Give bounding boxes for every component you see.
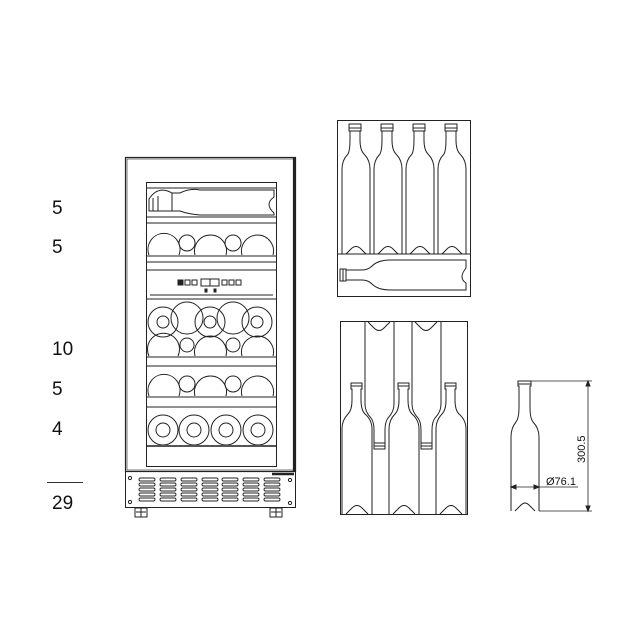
lower-rack-side-view	[340, 321, 468, 515]
shelf-1-lying-bottle	[147, 187, 276, 224]
shelf-count-5: 4	[52, 419, 63, 440]
shelf-count-3: 10	[52, 339, 74, 360]
total-count: 29	[52, 493, 74, 514]
base-ventilation-grille	[138, 477, 281, 502]
bottle-dimension-drawing	[509, 379, 592, 513]
upper-rack-side-view	[337, 120, 471, 297]
diameter-label: Ø76.1	[546, 476, 576, 488]
shelf-count-1: 5	[52, 198, 63, 219]
shelf-2-bottles	[147, 233, 276, 263]
shelf-count-4: 5	[52, 379, 63, 400]
total-divider-line	[47, 482, 83, 483]
shelf-count-2: 5	[52, 237, 63, 258]
control-panel	[147, 269, 276, 300]
shelf-5-bottles	[147, 414, 276, 447]
shelf-3-double-stack	[147, 301, 276, 367]
height-label: 300.5	[576, 435, 588, 463]
shelf-4-bottles	[147, 374, 276, 408]
cabinet-front-view	[124, 156, 297, 518]
